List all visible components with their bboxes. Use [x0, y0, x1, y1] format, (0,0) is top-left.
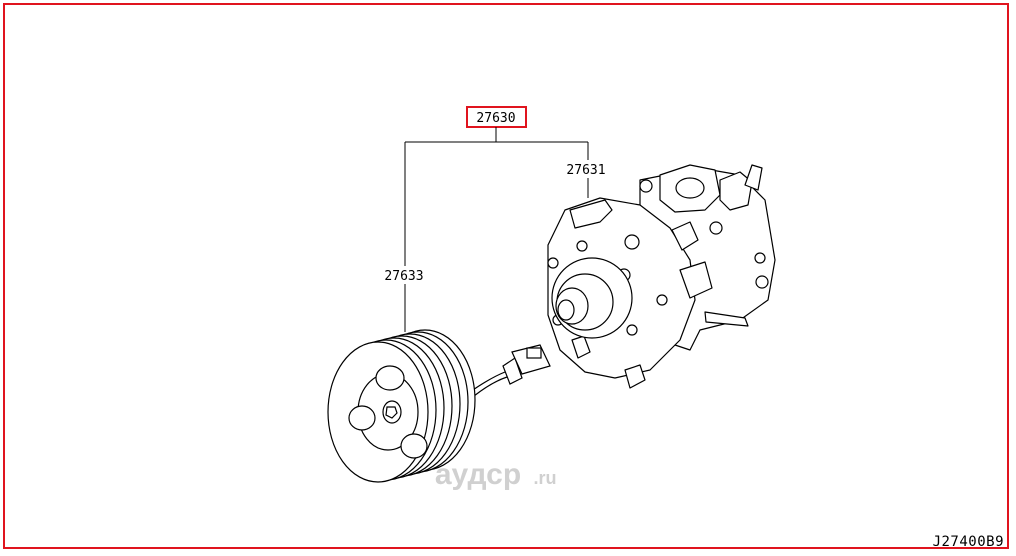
leader-lines	[404, 127, 589, 332]
diagram-code: J27400B9	[932, 534, 1004, 550]
compressor-drawing	[547, 164, 776, 389]
callout-label-clutch[interactable]: 27633	[384, 269, 423, 284]
clutch-connector-drawing	[469, 344, 551, 397]
callout-label-assembly: 27630	[476, 111, 515, 126]
watermark: аудср .ru	[435, 458, 557, 491]
clutch-pulley-drawing	[327, 329, 476, 483]
watermark-brand: аудср	[435, 458, 521, 491]
diagram-frame	[3, 3, 1009, 549]
callout-27630[interactable]: 27630	[466, 106, 527, 128]
watermark-domain: .ru	[533, 468, 556, 488]
callout-label-compressor[interactable]: 27631	[566, 163, 605, 178]
